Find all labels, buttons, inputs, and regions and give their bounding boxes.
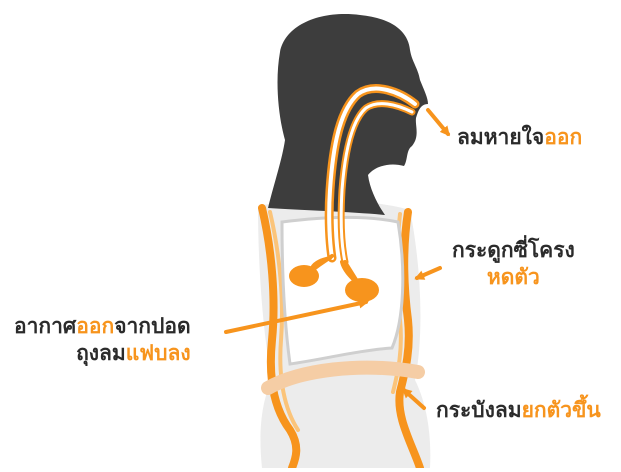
diaphragm-label: กระบังลมยกตัวขึ้น <box>436 397 601 424</box>
exhale-arrow <box>428 110 448 134</box>
exhale-label: ลมหายใจออก <box>457 124 582 151</box>
lungs-label-line1-text: อากาศ <box>14 314 76 338</box>
ribs-label: กระดูกซี่โครงหดตัว <box>452 237 575 291</box>
diaphragm-label-highlight: ยกตัวขึ้น <box>522 398 601 422</box>
lung-right <box>345 278 379 302</box>
lungs-label: อากาศออกจากปอดถุงลมแฟบลง <box>14 313 191 367</box>
lungs-label-line1-highlight: ออก <box>76 314 114 338</box>
exhale-label-highlight: ออก <box>544 125 582 149</box>
ribs-label-highlight: หดตัว <box>452 264 575 291</box>
lungs-label-line1: อากาศออกจากปอด <box>14 314 191 338</box>
ribs-arrow <box>417 268 440 278</box>
ribs-label-line1: กระดูกซี่โครง <box>452 238 575 262</box>
lungs-label-line1-rest: จากปอด <box>114 314 190 338</box>
diaphragm-label-text: กระบังลม <box>436 398 522 422</box>
lungs-label-line2-text: ถุงลม <box>76 341 126 365</box>
lungs-label-line2: ถุงลมแฟบลง <box>14 340 191 367</box>
lungs-label-line2-highlight: แฟบลง <box>126 341 191 365</box>
lung-left <box>289 265 319 287</box>
exhale-label-text: ลมหายใจ <box>457 125 544 149</box>
